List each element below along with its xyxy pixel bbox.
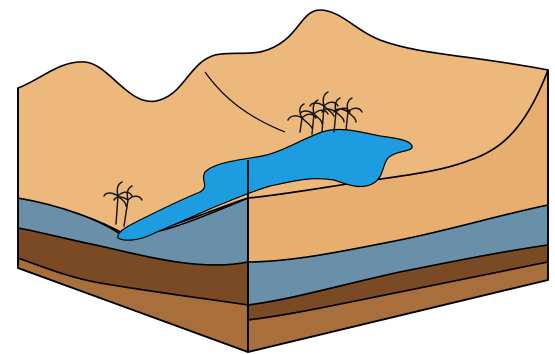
oasis-diagram <box>0 0 555 354</box>
